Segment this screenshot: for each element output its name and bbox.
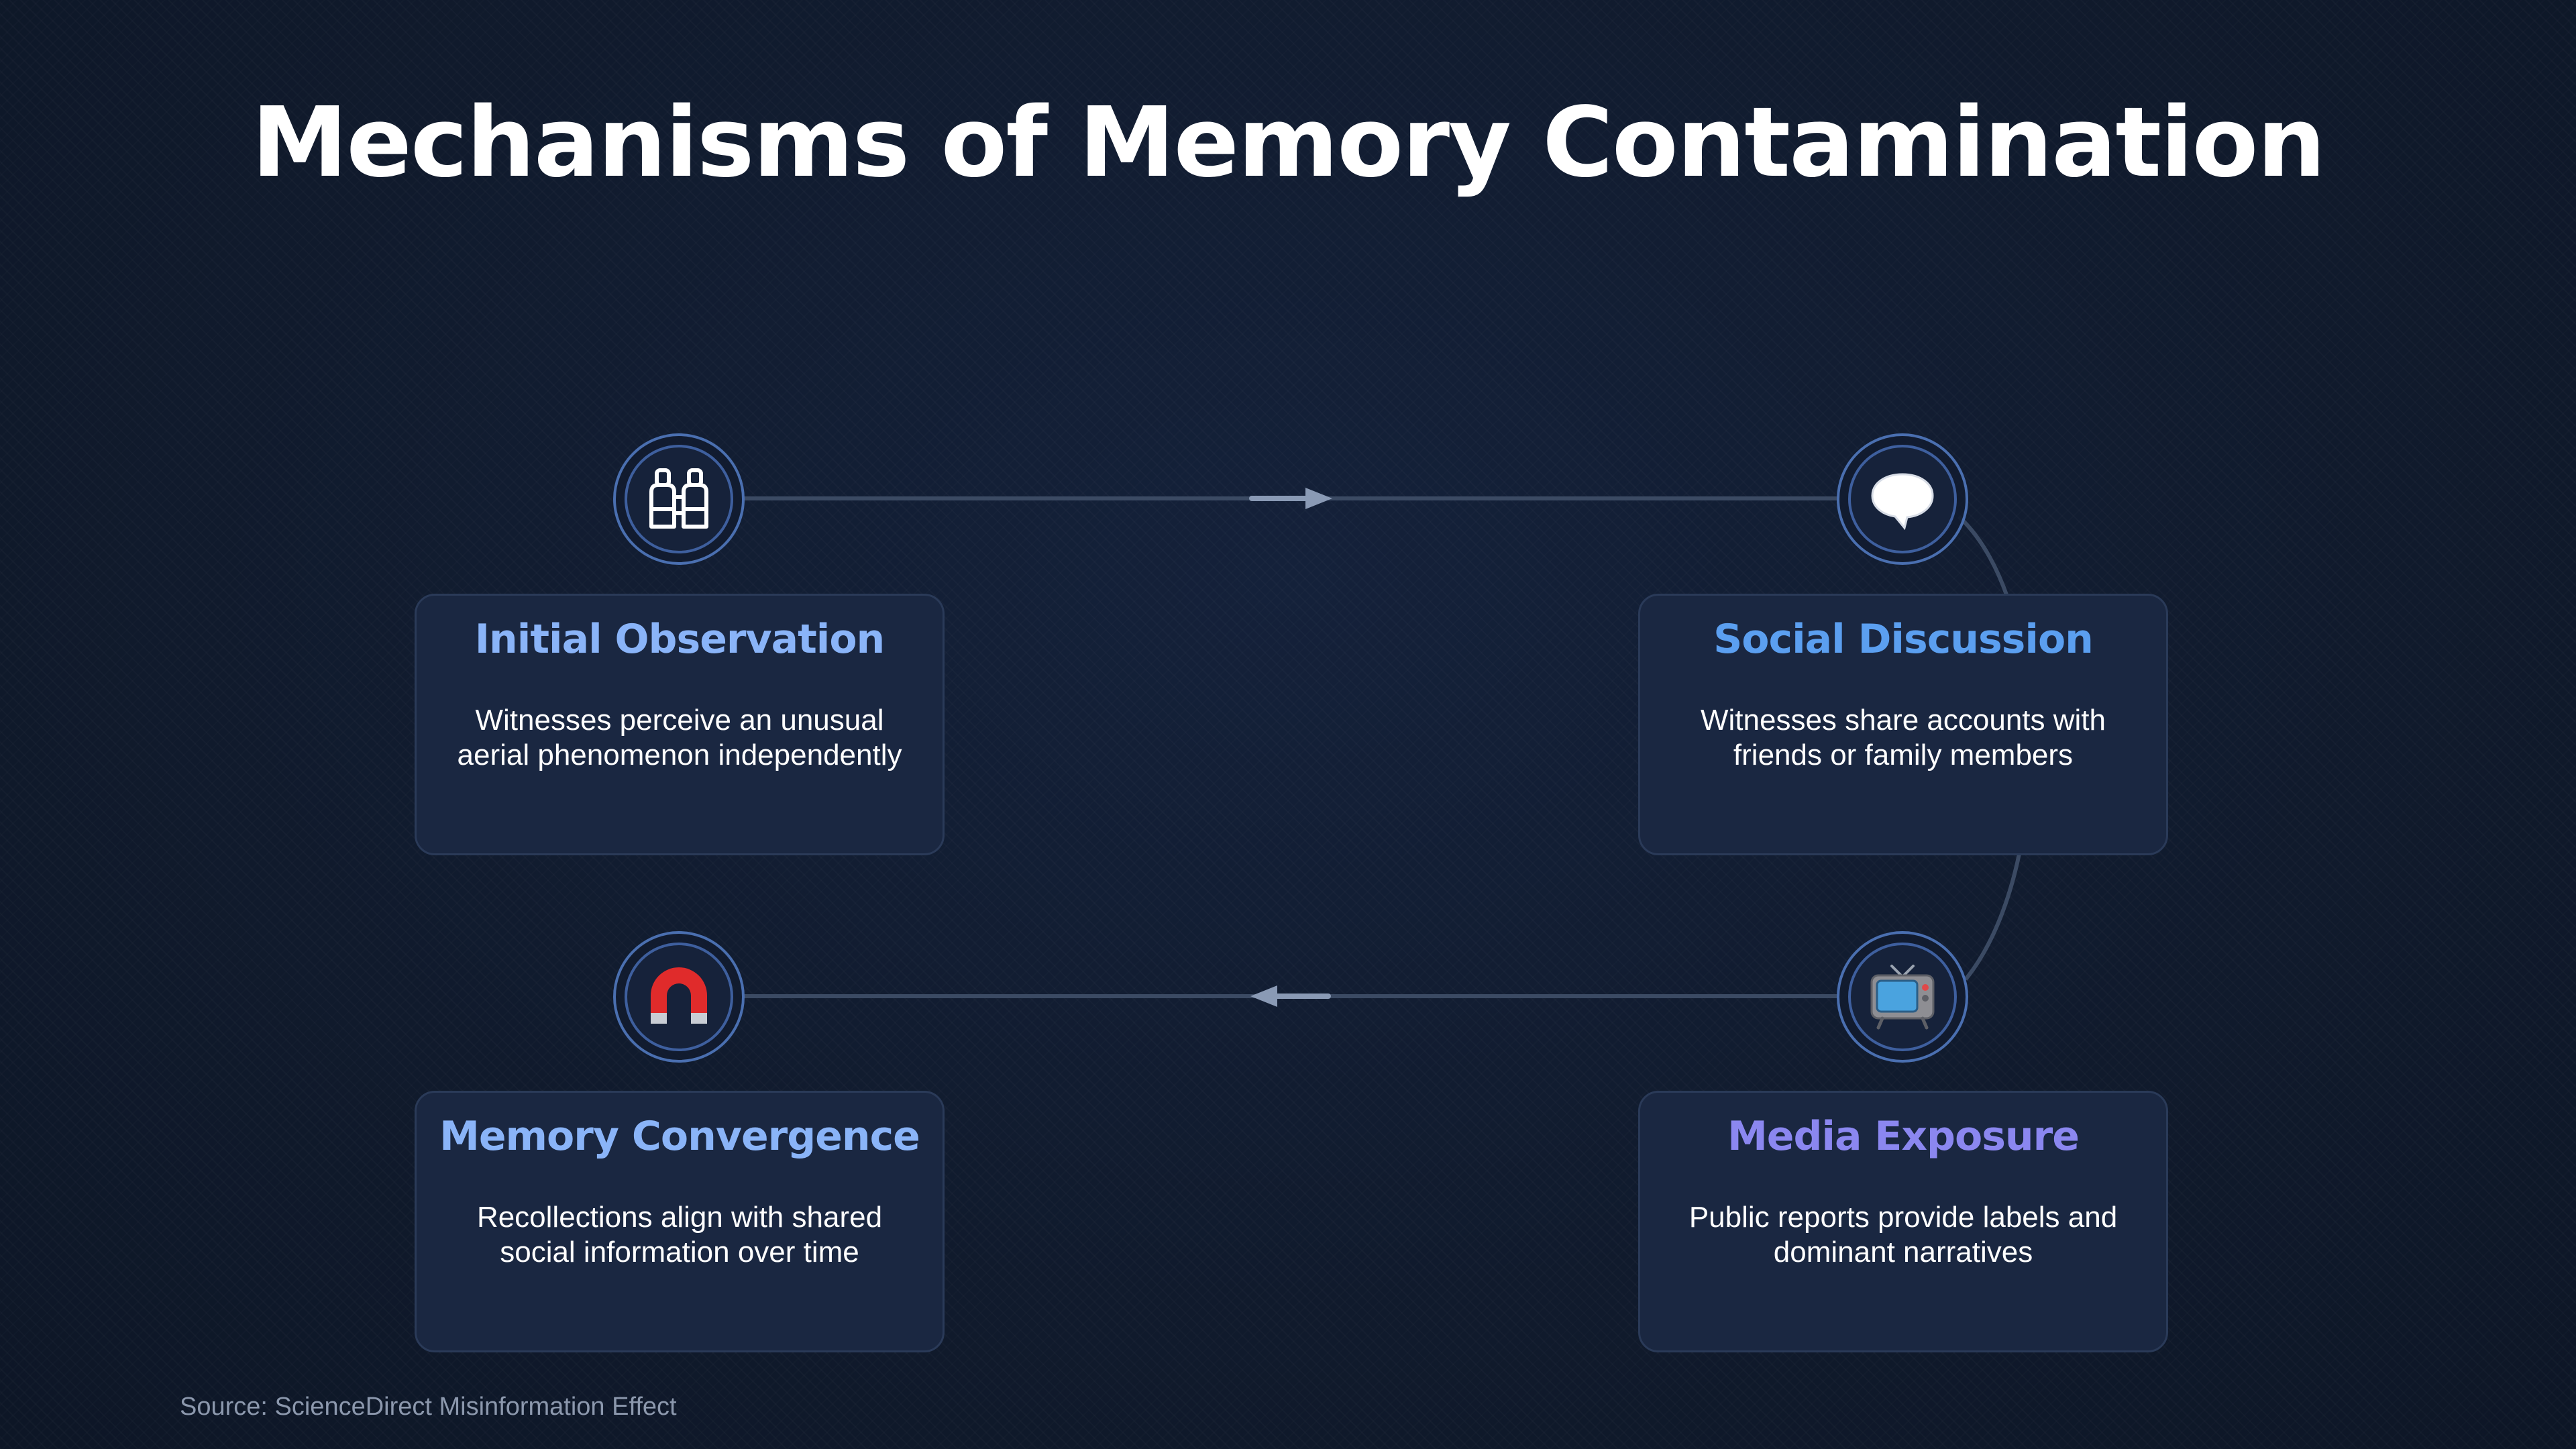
arrow-left-icon: [1250, 985, 1331, 1007]
step-card-social-discussion: Social Discussion Witnesses share accoun…: [1638, 594, 2168, 855]
step-title: Media Exposure: [1727, 1113, 2080, 1160]
magnet-icon: [651, 967, 707, 1024]
step-description: Recollections align with shared social i…: [476, 1201, 883, 1269]
step-node-media-exposure: [1837, 931, 1968, 1063]
step-card-media-exposure: Media Exposure Public reports provide la…: [1638, 1091, 2168, 1352]
arrow-right-icon: [1249, 488, 1332, 509]
step-card-initial-observation: Initial Observation Witnesses perceive a…: [415, 594, 945, 855]
step-card-memory-convergence: Memory Convergence Recollections align w…: [415, 1091, 945, 1352]
step-description: Witnesses perceive an unusual aerial phe…: [457, 704, 902, 771]
speech-bubble-icon: [1871, 473, 1934, 531]
step-description: Public reports provide labels and domina…: [1688, 1201, 2118, 1269]
step-title: Social Discussion: [1713, 616, 2094, 663]
step-title: Memory Convergence: [439, 1113, 920, 1160]
source-caption: Source: ScienceDirect Misinformation Eff…: [180, 1393, 677, 1421]
binoculars-icon: [649, 468, 708, 529]
step-node-memory-convergence: [613, 931, 745, 1063]
step-node-initial-observation: [613, 433, 745, 565]
step-title: Initial Observation: [474, 616, 885, 663]
step-description: Witnesses share accounts with friends or…: [1700, 704, 2106, 771]
television-icon: [1870, 965, 1935, 1030]
step-node-social-discussion: [1837, 433, 1968, 565]
page-title: Mechanisms of Memory Contamination: [251, 86, 2326, 199]
